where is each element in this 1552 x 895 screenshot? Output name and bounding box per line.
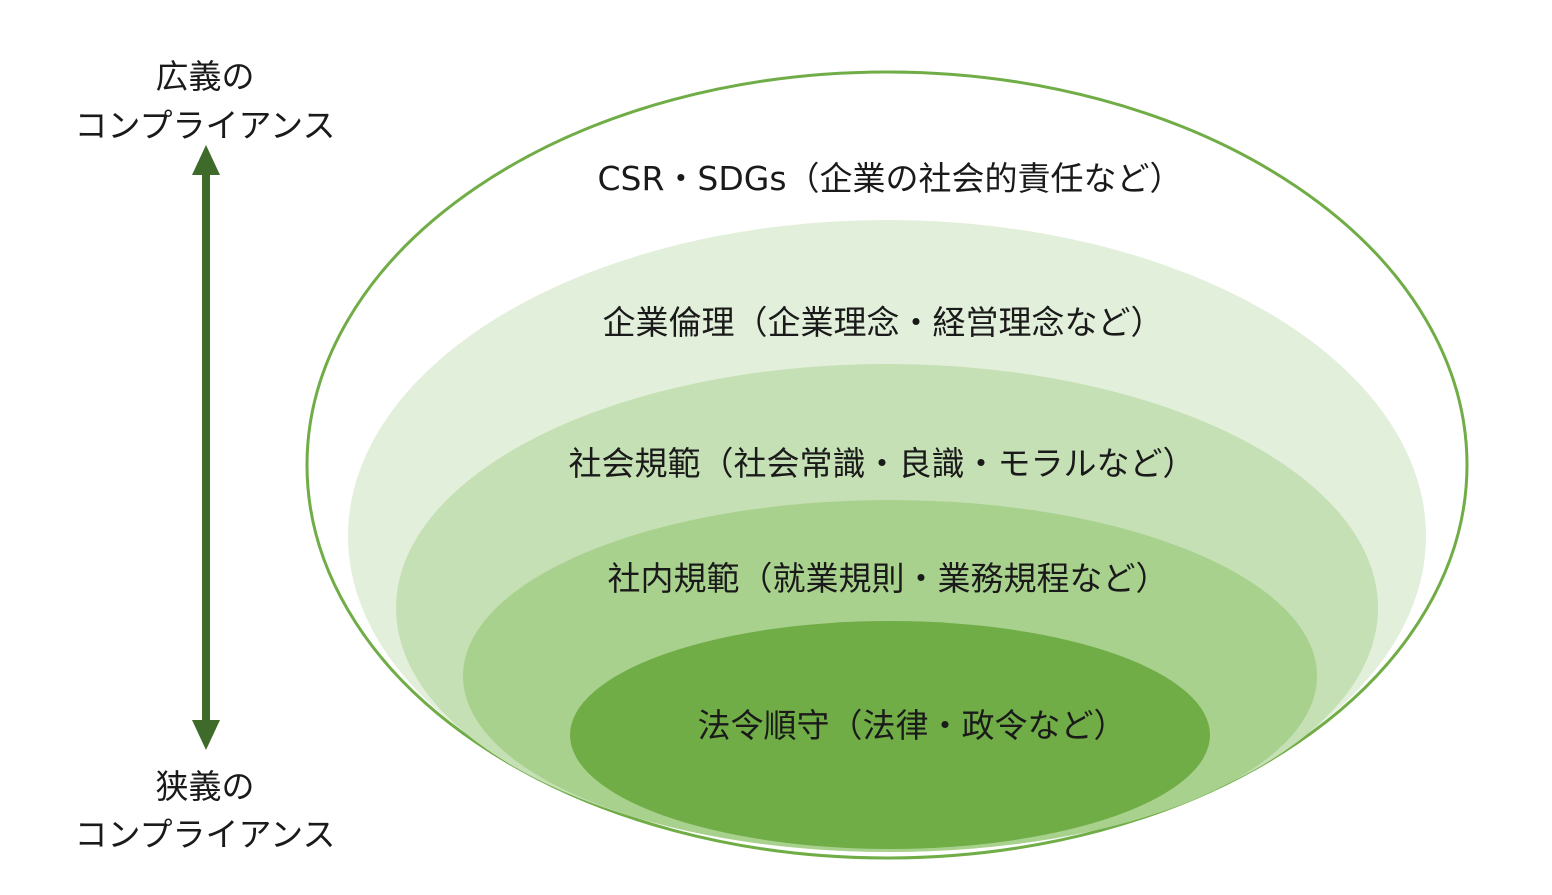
- broad-label-line1: 広義の: [156, 57, 255, 96]
- layer-label-corporate-ethics: 企業倫理（企業理念・経営理念など）: [603, 303, 1164, 342]
- scope-arrow-icon: [192, 145, 220, 750]
- layer-legal-compliance: [570, 621, 1210, 849]
- narrow-label-line1: 狭義の: [156, 767, 255, 806]
- narrow-label-line2: コンプライアンス: [74, 815, 335, 854]
- layer-label-internal-rules: 社内規範（就業規則・業務規程など）: [608, 559, 1169, 598]
- layer-label-csr-sdgs: CSR・SDGs（企業の社会的責任など）: [597, 159, 1182, 198]
- broad-label-line2: コンプライアンス: [74, 106, 335, 145]
- layer-label-legal-compliance: 法令順守（法律・政令など）: [698, 706, 1127, 745]
- layer-label-social-norms: 社会規範（社会常識・良識・モラルなど）: [569, 444, 1196, 483]
